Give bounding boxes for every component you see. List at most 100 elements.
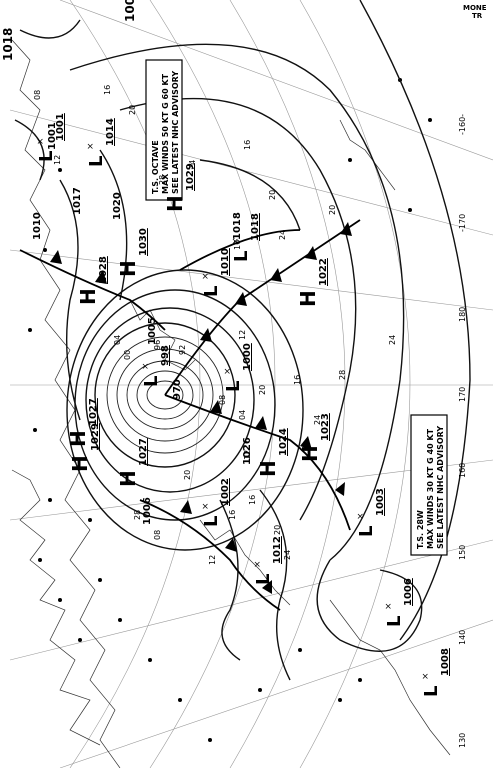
pressure-center-value-8: 1027 (138, 438, 149, 466)
isobar-label-18: 20 (258, 385, 267, 395)
pressure-center-x-19: × (231, 237, 241, 245)
pressure-center-x-9: × (141, 362, 151, 370)
unboxed-value-7: 1006 (142, 497, 153, 525)
pressure-center-value-5: 1023 (320, 413, 331, 441)
isobar-label-5: 08 (33, 90, 42, 100)
advisory-28w-winds: MAX WINDS 30 KT G 40 KT (426, 428, 435, 549)
pressure-center-letter-12: L (86, 156, 107, 167)
advisory-28w-note: SEE LATEST NHC ADVISORY (436, 426, 445, 549)
pressure-center-value-19: 1018 (250, 213, 261, 241)
pressure-center-high-0: H 1029 (163, 163, 196, 212)
unboxed-value-4: 1017 (72, 187, 83, 215)
isobar-label-24: 20 (273, 525, 282, 535)
longitude-label-4: 160 (458, 463, 467, 478)
corner-top-right-text-2: TR (472, 12, 483, 20)
advisory-28w-storm: T.S. 28W (416, 510, 425, 549)
pressure-center-x-13: × (356, 512, 366, 520)
pressure-center-value-0: 1029 (185, 163, 196, 191)
lat-lon-grid (9, 0, 493, 768)
pressure-center-high-5: H 1023 (298, 413, 331, 462)
unboxed-value-8: 1001 (47, 122, 58, 150)
isobar-label-10: 16 (243, 140, 252, 150)
advisory-octave-note: SEE LATEST NHC ADVISORY (171, 71, 180, 194)
isobar-label-28: 12 (208, 555, 217, 565)
pressure-center-letter-2: H (76, 288, 100, 305)
pressure-center-letter-5: H (298, 445, 322, 462)
corner-top-right-text: MONE (463, 4, 487, 12)
isobar-label-19: 16 (293, 375, 302, 385)
pressure-center-x-10: × (223, 367, 233, 375)
isobar-label-23: 16 (248, 495, 257, 505)
pressure-center-value-10: 1000 (242, 343, 253, 371)
corner-top-left-number: 1018 (1, 28, 15, 61)
isobar-label-20: 24 (313, 415, 322, 425)
advisory-octave-storm: T.S. OCTAVE (151, 140, 160, 194)
isobar-label-31: 24 (388, 335, 397, 345)
pressure-center-low-14: L×1006 (384, 578, 414, 627)
isobar-label-13: 20 (328, 205, 337, 215)
pressure-center-value-15: 1012 (272, 536, 283, 564)
pressure-center-value-6: 1024 (278, 428, 289, 456)
pressure-center-low-13: L × 1003 (356, 488, 386, 537)
pressure-center-value-1: 1030 (138, 228, 149, 256)
pressure-center-value-12: 1014 (105, 118, 116, 146)
isobar-label-26: 28 (133, 510, 142, 520)
pressure-center-value-4: 1022 (318, 258, 329, 286)
coastline (11, 39, 451, 768)
pressure-center-low-11: L×1010 (201, 248, 231, 297)
pressure-center-low-17: L×1002 (201, 478, 231, 527)
isobar-label-7: 00 (123, 350, 132, 360)
pressure-center-value-2: 1028 (98, 256, 109, 284)
pressure-center-value-13: 1003 (375, 488, 386, 516)
pressure-center-letter-9: L (141, 376, 162, 387)
pressure-center-value-18: 1001 (55, 113, 66, 141)
pressure-center-low-10: L × 1000 (223, 343, 253, 392)
pressure-center-letter-15: L (253, 574, 274, 585)
pressure-center-value-9: 998 (160, 345, 171, 366)
longitude-label-1: -170 (458, 214, 467, 232)
pressure-center-low-19: L×1018 (231, 213, 261, 262)
isobar-label-4: 12 (53, 155, 62, 165)
isobar-label-17: 04 (238, 410, 247, 420)
unboxed-value-0: 1005 (147, 317, 158, 345)
isobar-label-9: 92 (178, 345, 187, 355)
isobar-label-30: 20 (183, 470, 192, 480)
pressure-center-x-18: × (36, 137, 46, 145)
isobar-label-12: 24 (278, 230, 287, 240)
isobar-label-11: 20 (268, 190, 277, 200)
pressure-center-value-7: 1029 (90, 423, 101, 451)
unboxed-value-6: 1010 (32, 212, 43, 240)
isobar-label-3: 28 (158, 175, 167, 185)
isobar-label-15: 16 (233, 240, 242, 250)
pressure-center-x-15: × (253, 560, 263, 568)
unboxed-value-5: 1018 (232, 212, 243, 240)
pressure-center-x-16: × (421, 672, 431, 680)
isobar-label-8: 96 (153, 340, 162, 350)
longitude-label-3: 170 (458, 387, 467, 402)
pressure-center-letter-11: L (201, 286, 222, 297)
pressure-center-letter-0: H (163, 195, 187, 212)
longitude-label-2: 180 (458, 307, 467, 322)
longitude-label-6: 140 (458, 630, 467, 645)
pressure-center-high-2: H 1028 (76, 256, 109, 305)
pressure-center-letter-8: H (116, 470, 140, 487)
pressure-center-letter-3: H (66, 430, 90, 447)
pressure-center-letter-1: H (116, 260, 140, 277)
longitude-label-0: -160- (458, 114, 467, 135)
pressure-center-letter-10: L (223, 381, 244, 392)
isobar-label-22: 12 (243, 450, 252, 460)
pressure-center-value-3: 1027 (88, 398, 99, 426)
longitude-label-5: 150 (458, 545, 467, 560)
pressure-center-high-1: H 1030 (116, 228, 149, 277)
pressure-center-letter-6: H (256, 460, 280, 477)
pressure-center-low-16: L×1008 (421, 648, 451, 697)
pressure-center-letter-13: L (356, 526, 377, 537)
pressure-center-low-18: L×1001 (36, 113, 66, 162)
occluded-front (139, 394, 351, 611)
pressure-center-x-11: × (201, 272, 211, 280)
